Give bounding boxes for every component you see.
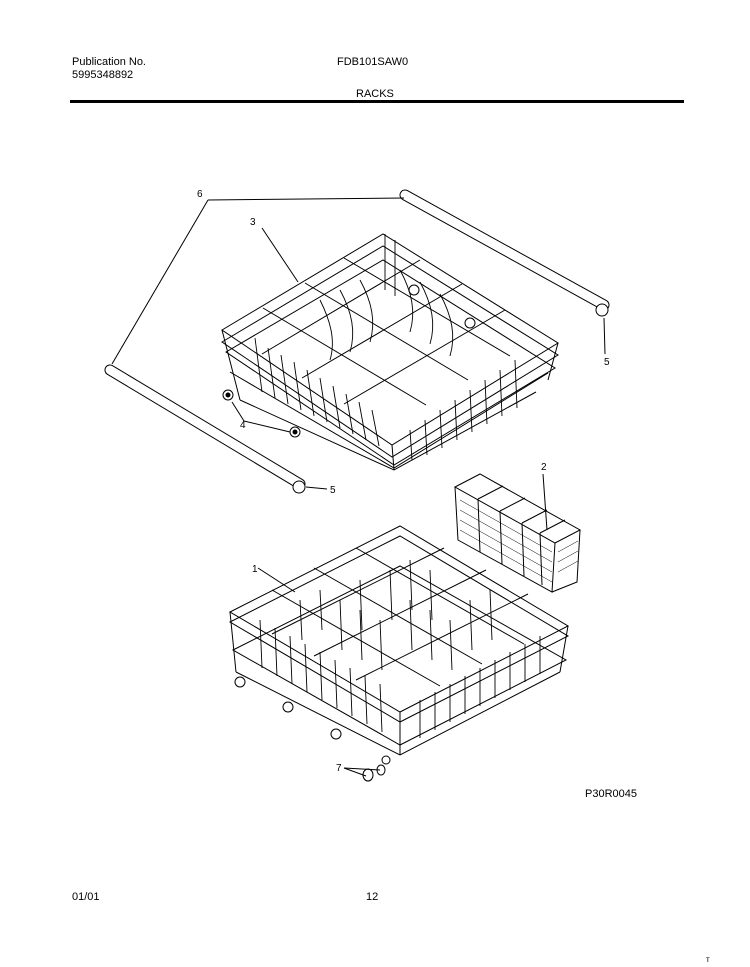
publication-label: Publication No. [72,56,146,68]
callout-5-right: 5 [604,357,610,368]
rail-right [399,189,610,317]
silverware-basket [453,473,582,593]
diagram-code: P30R0045 [585,788,637,800]
callout-3: 3 [250,217,256,228]
lower-rack [228,525,570,765]
callout-2: 2 [541,462,547,473]
callout-5-left: 5 [330,485,336,496]
model-number: FDB101SAW0 [337,56,409,68]
leader-lines [111,197,606,777]
section-title: RACKS [356,88,394,100]
lower-rack-wheels [362,764,386,782]
header-rule [70,100,684,103]
publication-number: 5995348892 [72,69,134,81]
upper-rack-wheels [222,389,301,438]
rail-left [104,364,306,494]
callout-4: 4 [240,420,246,431]
upper-rack [221,233,559,471]
corner-mark: ᴛ [706,955,710,964]
callout-6: 6 [197,189,203,200]
callout-7: 7 [336,763,342,774]
footer-date: 01/01 [72,891,100,903]
callout-1: 1 [252,564,258,575]
page-number: 12 [366,891,379,903]
